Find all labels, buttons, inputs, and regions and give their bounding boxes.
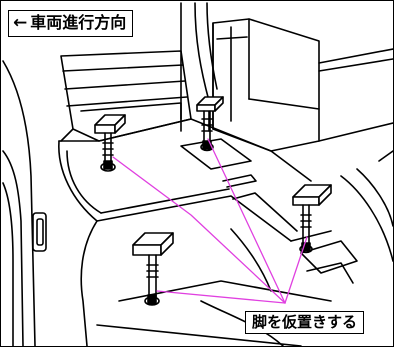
leader-lines <box>112 138 308 304</box>
partition-pillar <box>180 2 218 132</box>
leg-4 <box>132 232 174 306</box>
leg-3 <box>292 184 332 254</box>
right-cabinet <box>212 18 320 152</box>
vehicle-direction-label: ←車両進行方向 <box>8 10 134 37</box>
rear-seat <box>60 50 192 142</box>
leg-1 <box>94 114 126 172</box>
left-side-wall <box>2 60 47 346</box>
floor-panels <box>58 118 358 346</box>
place-legs-callout: 脚を仮置きする <box>245 311 365 334</box>
vehicle-direction-text: 車両進行方向 <box>30 13 127 32</box>
left-arrow-icon: ← <box>13 13 28 33</box>
right-side-wall <box>318 48 393 262</box>
